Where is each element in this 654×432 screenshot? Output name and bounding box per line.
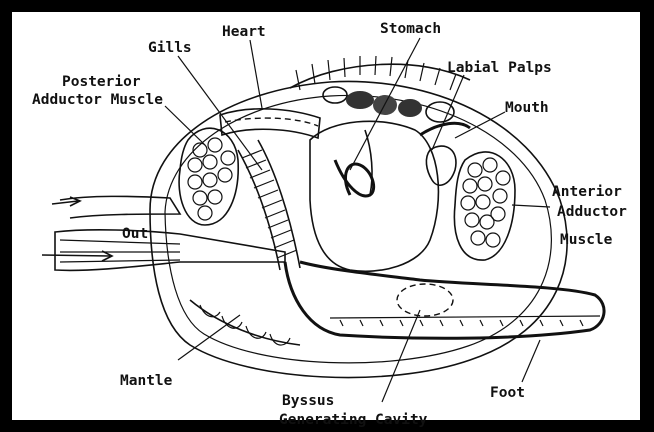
label-byssus-2: Generating Cavity <box>279 412 428 428</box>
label-anterior-1: Anterior <box>552 184 622 200</box>
label-byssus-1: Byssus <box>282 393 334 409</box>
label-posterior-1: Posterior <box>62 74 141 90</box>
label-mouth: Mouth <box>505 100 549 116</box>
label-heart: Heart <box>222 24 266 40</box>
label-anterior-3: Muscle <box>560 232 613 248</box>
label-posterior-2: Adductor Muscle <box>32 92 163 108</box>
label-mantle: Mantle <box>120 373 173 389</box>
label-gills: Gills <box>148 40 192 56</box>
label-out: Out <box>122 226 148 242</box>
label-anterior-2: Adductor <box>557 204 627 220</box>
label-labial-palps: Labial Palps <box>447 60 552 76</box>
label-stomach: Stomach <box>380 21 441 37</box>
label-foot: Foot <box>490 385 525 401</box>
